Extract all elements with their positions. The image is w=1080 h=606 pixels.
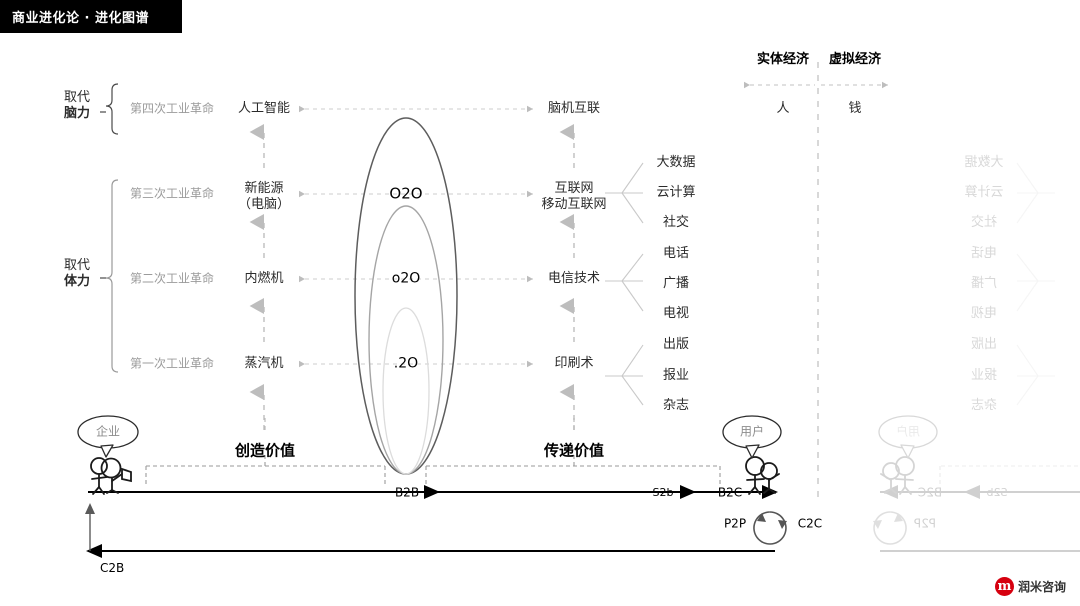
flow-label-b2b: B2B (394, 485, 420, 500)
revolution-4: 第四次工业革命 (129, 101, 215, 116)
flow-label-c2b: C2B (100, 561, 125, 575)
create-tech-3-line2: （电脑） (237, 197, 291, 213)
brand-logo: m 润米咨询 (994, 577, 1066, 596)
axis-group-body-line2: 体力 (63, 274, 91, 290)
deliver-sub-4: 广播 (662, 275, 690, 291)
axis-group-brain: 取代 脑力 (64, 90, 90, 123)
logo-text: 润米咨询 (1017, 580, 1066, 594)
revolution-3: 第三次工业革命 (129, 186, 215, 201)
flow-label-p2p: P2P (723, 516, 747, 531)
deliver-sub-0: 大数据 (656, 154, 696, 170)
real-economy-unit: 人 (776, 100, 790, 116)
deliver-tech-3: 互联网 移动互联网 (541, 181, 606, 214)
deliver-sub-8: 杂志 (662, 397, 690, 413)
deliver-sub-5: 电视 (662, 305, 690, 321)
deliver-tech-1: 印刷术 (554, 355, 594, 371)
axis-group-brain-line2: 脑力 (63, 106, 91, 122)
deliver-tech-3-line1: 互联网 (554, 181, 594, 196)
ellipse-label-o2o-mid: o2O (391, 270, 421, 287)
virtual-economy-unit: 钱 (848, 100, 862, 116)
create-tech-3: 新能源 （电脑） (238, 181, 290, 214)
ellipse-label-o2o-small: .2O (393, 355, 419, 372)
axis-group-body: 取代 体力 (64, 258, 90, 291)
deliver-sub-3: 电话 (662, 245, 690, 261)
axis-group-body-line1: 取代 (63, 258, 91, 273)
revolution-2: 第二次工业革命 (129, 271, 215, 286)
deliver-tech-3-line2: 移动互联网 (541, 197, 607, 213)
axis-group-brain-line1: 取代 (63, 90, 91, 105)
logo-mark-icon: m (994, 577, 1014, 596)
flow-label-c2c: C2C (797, 516, 823, 531)
deliver-sub-1: 云计算 (656, 184, 696, 200)
deliver-sub-7: 报业 (662, 367, 690, 383)
page-title: 商业进化论 · 进化图谱 (0, 0, 182, 33)
deliver-tech-2: 电信技术 (547, 270, 601, 286)
create-tech-2: 内燃机 (244, 270, 284, 286)
deliver-value-label: 传递价值 (543, 441, 605, 460)
create-tech-4: 人工智能 (237, 100, 291, 116)
create-tech-1: 蒸汽机 (244, 355, 284, 371)
flow-label-s2b: S2b (652, 486, 674, 500)
revolution-1: 第一次工业革命 (129, 356, 215, 371)
ellipse-label-o2o-big: O2O (389, 184, 423, 203)
enterprise-bubble-label: 企业 (95, 424, 121, 439)
virtual-economy-label: 虚拟经济 (828, 51, 882, 67)
deliver-tech-4: 脑机互联 (547, 100, 601, 116)
deliver-sub-2: 社交 (662, 214, 690, 230)
flow-label-b2c: B2C (717, 485, 743, 500)
deliver-sub-6: 出版 (662, 336, 690, 352)
real-economy-label: 实体经济 (756, 51, 810, 67)
user-bubble-label: 用户 (739, 424, 765, 439)
create-tech-3-line1: 新能源 (244, 181, 284, 196)
create-value-label: 创造价值 (234, 441, 296, 460)
